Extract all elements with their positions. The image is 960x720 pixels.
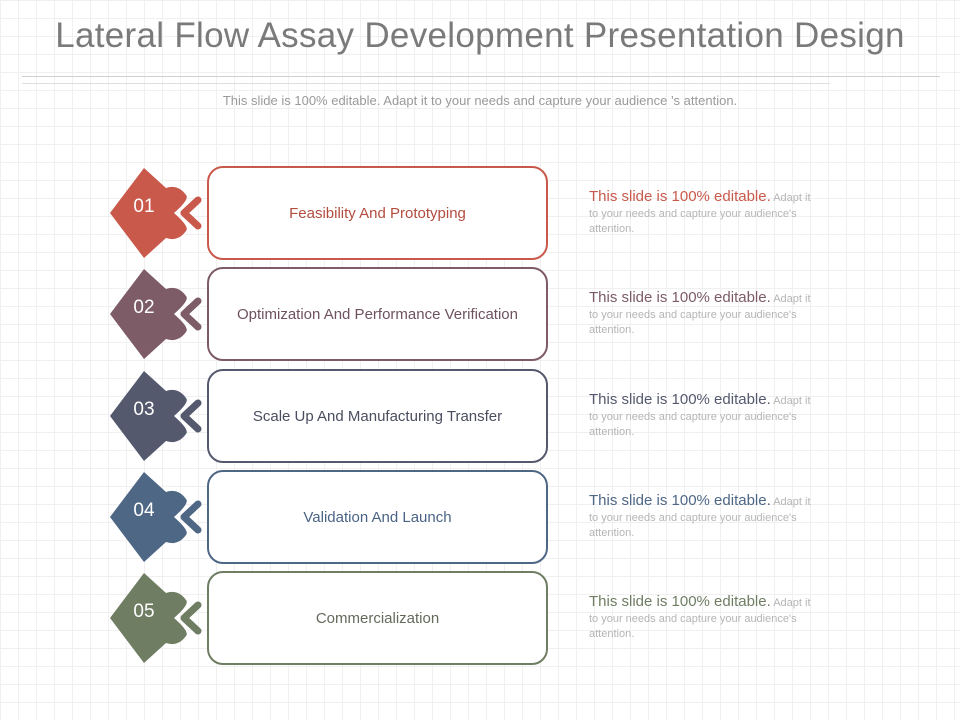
step-marker-5: 05 (108, 571, 208, 667)
slide-subtitle: This slide is 100% editable. Adapt it to… (222, 93, 738, 108)
step-description-body: to your needs and capture your audience'… (589, 207, 797, 220)
step-description-body: Adapt it (770, 395, 811, 407)
step-marker-4: 04 (108, 470, 208, 566)
step-description-head: This slide is 100% editable. (589, 289, 771, 306)
step-box: Feasibility And Prototyping (207, 166, 548, 260)
step-description-body: Adapt it (770, 293, 811, 305)
step-row-2: 02 Optimization And Performance Verifica… (0, 267, 960, 363)
step-description-body: Adapt it (770, 496, 811, 508)
step-number: 02 (133, 297, 155, 318)
step-description-body: to your needs and capture your audience'… (589, 410, 797, 423)
step-description-head: This slide is 100% editable. (589, 188, 771, 205)
step-marker-3: 03 (108, 369, 208, 465)
step-description-body: to your needs and capture your audience'… (589, 612, 797, 625)
chevron-arrow-icon (110, 371, 202, 461)
step-description: This slide is 100% editable. Adapt it to… (589, 289, 839, 338)
step-description: This slide is 100% editable. Adapt it to… (589, 492, 839, 541)
step-description-body: attention. (589, 527, 635, 539)
step-description: This slide is 100% editable. Adapt it to… (589, 188, 839, 237)
step-box: Validation And Launch (207, 470, 548, 564)
step-description: This slide is 100% editable. Adapt it to… (589, 593, 839, 642)
step-row-4: 04 Validation And Launch This slide is 1… (0, 470, 960, 566)
step-box: Optimization And Performance Verificatio… (207, 267, 548, 361)
step-label: Scale Up And Manufacturing Transfer (252, 407, 503, 425)
step-number: 03 (133, 399, 155, 420)
chevron-arrow-icon (110, 472, 202, 562)
step-description-head: This slide is 100% editable. (589, 391, 771, 408)
step-marker-2: 02 (108, 267, 208, 363)
step-number: 01 (133, 196, 155, 217)
step-description-body: attention. (589, 324, 635, 336)
step-label: Validation And Launch (303, 508, 452, 526)
step-description-body: attention. (589, 628, 635, 640)
step-description-body: Adapt it (770, 192, 811, 204)
chevron-arrow-icon (110, 168, 202, 258)
step-description-head: This slide is 100% editable. (589, 492, 771, 509)
title-divider-bottom (22, 83, 830, 84)
chevron-arrow-icon (110, 269, 202, 359)
step-description-body: attention. (589, 426, 635, 438)
title-divider-top (22, 76, 940, 77)
step-label: Feasibility And Prototyping (289, 204, 466, 222)
step-description-body: attention. (589, 223, 635, 235)
step-marker-1: 01 (108, 166, 208, 262)
step-number: 05 (133, 601, 155, 622)
step-description-head: This slide is 100% editable. (589, 593, 771, 610)
step-box: Commercialization (207, 571, 548, 665)
step-description-body: Adapt it (770, 597, 811, 609)
slide-title: Lateral Flow Assay Development Presentat… (55, 16, 905, 55)
step-row-5: 05 Commercialization This slide is 100% … (0, 571, 960, 667)
step-description-body: to your needs and capture your audience'… (589, 308, 797, 321)
step-row-1: 01 Feasibility And Prototyping This slid… (0, 166, 960, 262)
step-description-body: to your needs and capture your audience'… (589, 511, 797, 524)
step-label: Optimization And Performance Verificatio… (237, 305, 518, 323)
step-number: 04 (133, 500, 155, 521)
chevron-arrow-icon (110, 573, 202, 663)
step-description: This slide is 100% editable. Adapt it to… (589, 391, 839, 440)
step-label: Commercialization (315, 609, 440, 627)
step-row-3: 03 Scale Up And Manufacturing Transfer T… (0, 369, 960, 465)
step-box: Scale Up And Manufacturing Transfer (207, 369, 548, 463)
